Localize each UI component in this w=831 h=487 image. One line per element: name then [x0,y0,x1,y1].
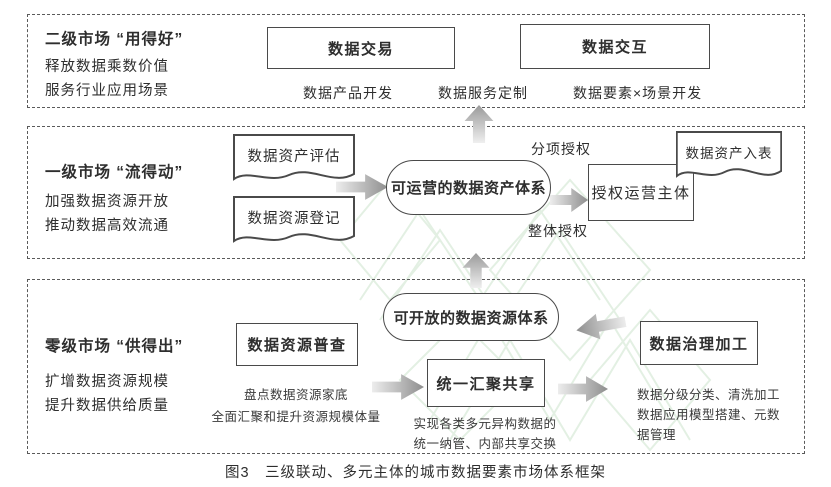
data-service-custom-label: 数据服务定制 [438,85,528,101]
secondary-market-panel [27,14,805,108]
data-trade-box: 数据交易 [267,27,455,69]
primary-market-panel [27,126,805,259]
secondary-market-title: 二级市场 “用得好” [45,31,184,48]
primary-market-title: 一级市场 “流得动” [45,164,184,181]
data-governance-processing-box: 数据治理加工 [640,321,758,365]
zero-market-desc-line1: 扩增数据资源规模 [45,374,169,390]
zero-market-title: 零级市场 “供得出” [45,338,184,355]
data-resource-register-doc: 数据资源登记 [233,196,355,248]
unified-aggregation-sharing-box: 统一汇聚共享 [427,359,545,407]
data-asset-balance-sheet-doc: 数据资产入表 [676,131,782,183]
share-note-line2: 统一纳管、内部共享交换 [413,437,557,451]
doc-label: 数据资产入表 [685,146,773,162]
census-note-line1: 盘点数据资源家底 [243,388,348,402]
doc-label: 数据资产评估 [247,149,341,166]
governance-note-line1: 数据分级分类、清洗加工 [637,388,781,402]
governance-note-line3: 据管理 [637,428,677,442]
secondary-market-desc-line2: 服务行业应用场景 [45,83,169,99]
operable-data-asset-system-stadium: 可运营的数据资产体系 [386,160,551,215]
data-resource-census-box: 数据资源普查 [236,323,358,366]
item-authorization-label: 分项授权 [531,141,591,157]
figure-caption: 图3 三级联动、多元主体的城市数据要素市场体系框架 [224,465,607,481]
whole-authorization-label: 整体授权 [528,223,588,239]
zero-market-panel [27,279,805,454]
secondary-market-desc-line1: 释放数据乘数价值 [45,59,169,75]
primary-market-desc-line2: 推动数据高效流通 [45,218,169,234]
data-interact-box: 数据交互 [520,24,710,69]
share-note-line1: 实现各类多元异构数据的 [413,417,557,431]
data-element-scene-label: 数据要素×场景开发 [573,85,703,101]
governance-note-line2: 数据应用模型搭建、元数 [637,408,781,422]
data-product-dev-label: 数据产品开发 [303,85,393,101]
zero-market-desc-line2: 提升数据供给质量 [45,398,169,414]
census-note-line2: 全面汇聚和提升资源规模体量 [211,410,381,424]
data-asset-evaluation-doc: 数据资产评估 [233,134,355,186]
primary-market-desc-line1: 加强数据资源开放 [45,194,169,210]
openable-data-resource-system-stadium: 可开放的数据资源体系 [383,293,559,341]
doc-label: 数据资源登记 [247,211,341,228]
